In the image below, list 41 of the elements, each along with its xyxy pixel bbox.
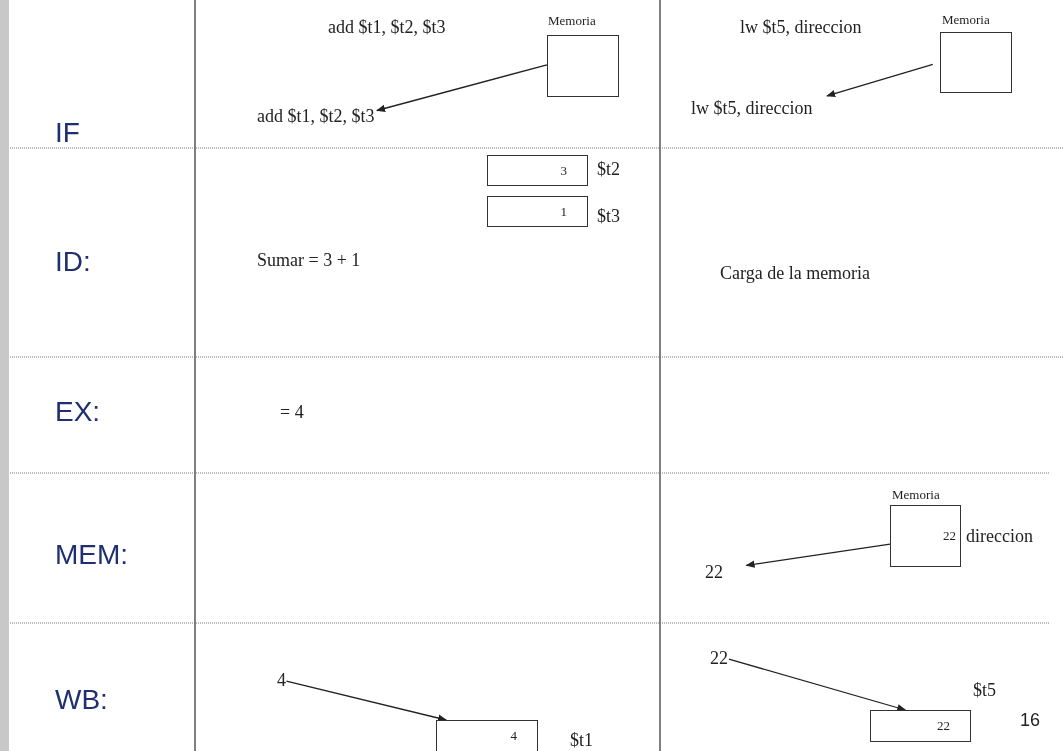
register-box	[436, 720, 538, 751]
memory-label: Memoria	[892, 487, 940, 503]
register-value: 3	[560, 163, 567, 179]
value-text: lw $t5, direccion	[691, 97, 813, 119]
memory-box	[890, 505, 961, 567]
register-name: direccion	[966, 525, 1033, 547]
register-name: $t2	[597, 158, 620, 180]
register-box	[487, 155, 588, 186]
arrow	[728, 658, 907, 712]
memory-label: Memoria	[548, 13, 596, 29]
instruction-text: lw $t5, direccion	[740, 16, 862, 38]
arrow	[285, 680, 448, 722]
register-box	[487, 196, 588, 227]
stage-label: ID:	[55, 246, 91, 278]
arrow	[826, 63, 934, 98]
register-name: $t1	[570, 729, 593, 751]
instruction-text: add $t1, $t2, $t3	[328, 16, 446, 38]
result-text: = 4	[280, 401, 304, 423]
memory-box	[547, 35, 619, 97]
register-name: $t3	[597, 205, 620, 227]
memory-label: Memoria	[942, 12, 990, 28]
register-value: 1	[560, 204, 567, 220]
value-text: add $t1, $t2, $t3	[257, 105, 375, 127]
operation-text: Sumar = 3 + 1	[257, 249, 361, 271]
value-text: 22	[705, 561, 723, 583]
stage-label: MEM:	[55, 539, 129, 571]
memory-value: 22	[943, 528, 956, 544]
stage-label: WB:	[55, 684, 108, 716]
stage-label: EX:	[55, 396, 101, 428]
operation-text: Carga de la memoria	[720, 262, 871, 284]
page-number: 16	[1020, 709, 1041, 731]
value-text: 22	[710, 647, 728, 669]
register-box	[870, 710, 971, 742]
register-value: 22	[937, 718, 950, 734]
register-name: $t5	[973, 679, 996, 701]
memory-box	[940, 32, 1012, 93]
register-value: 4	[510, 728, 517, 744]
stage-label: IF	[55, 117, 80, 149]
value-text: 4	[277, 669, 286, 691]
arrow	[376, 64, 548, 112]
arrow	[745, 543, 891, 568]
